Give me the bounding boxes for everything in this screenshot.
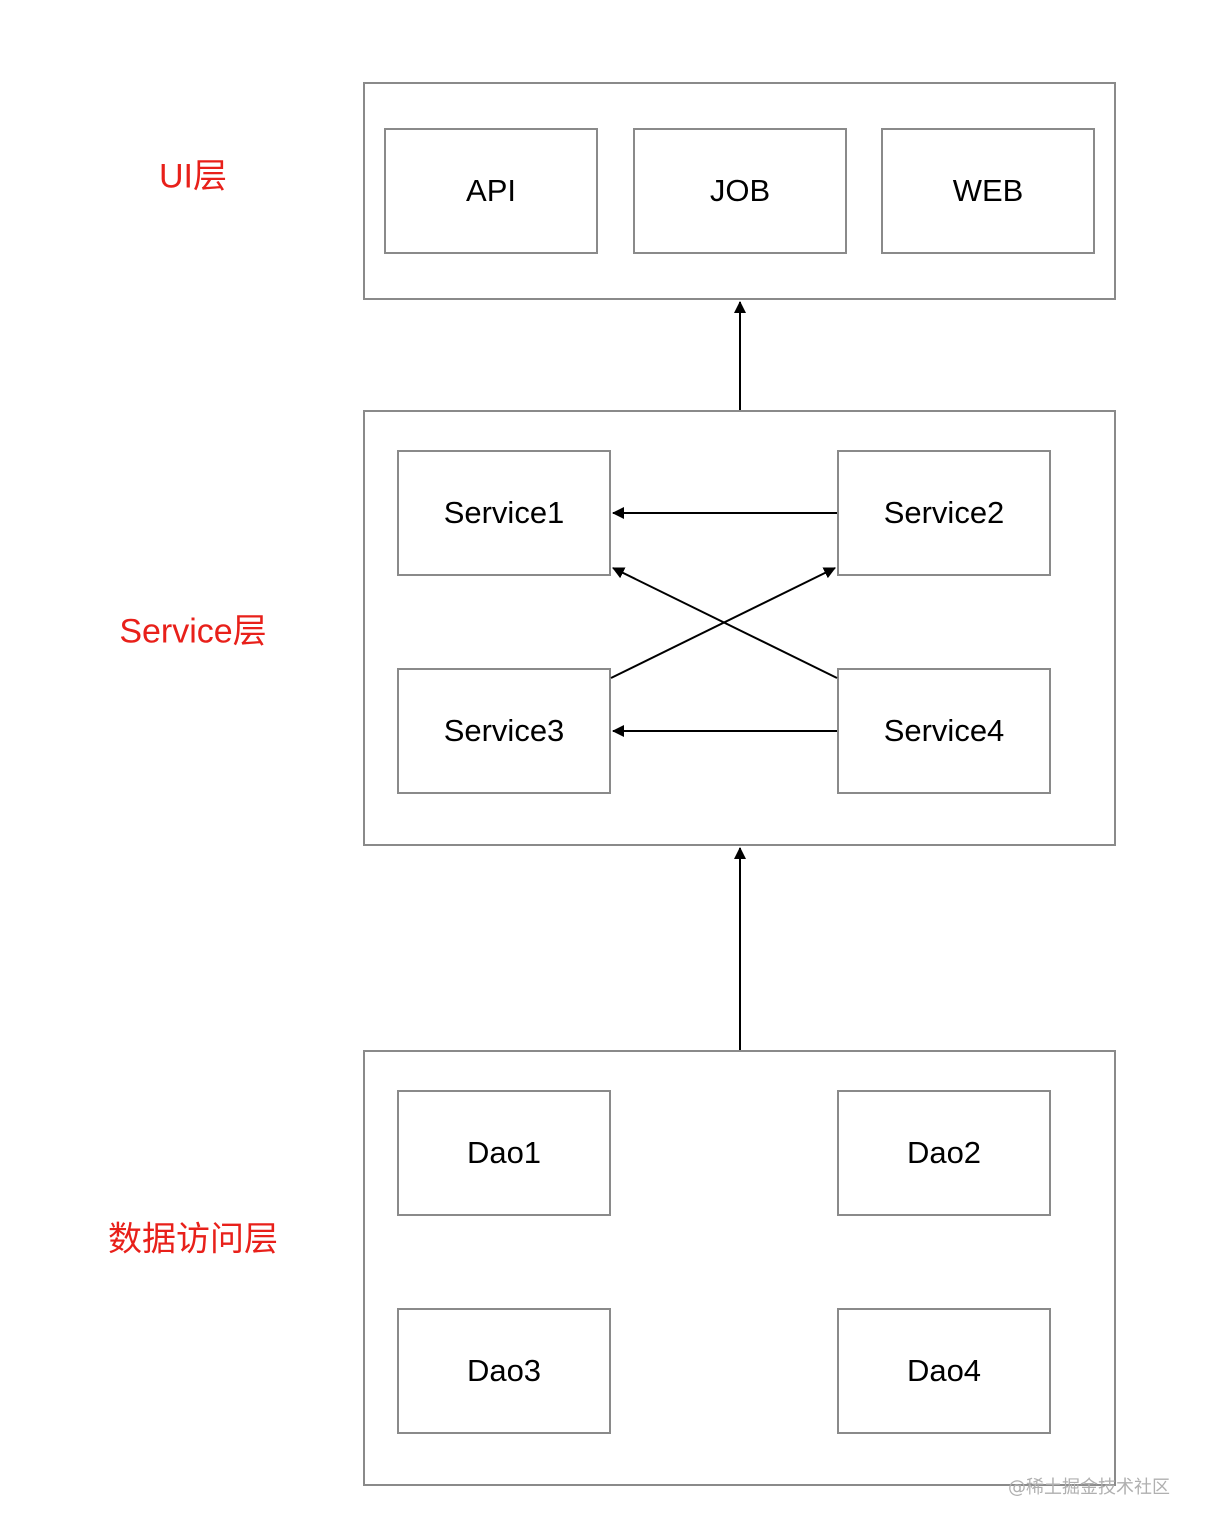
api-node: API bbox=[384, 128, 598, 254]
dao2-node: Dao2 bbox=[837, 1090, 1051, 1216]
dao4-node: Dao4 bbox=[837, 1308, 1051, 1434]
service3-node: Service3 bbox=[397, 668, 611, 794]
dao3-node: Dao3 bbox=[397, 1308, 611, 1434]
job-node: JOB bbox=[633, 128, 847, 254]
watermark: @稀土掘金技术社区 bbox=[1008, 1477, 1170, 1498]
dao1-node: Dao1 bbox=[397, 1090, 611, 1216]
dao-layer-label: 数据访问层 bbox=[108, 1220, 278, 1259]
service1-node: Service1 bbox=[397, 450, 611, 576]
service2-node: Service2 bbox=[837, 450, 1051, 576]
service-layer-label: Service层 bbox=[119, 612, 267, 651]
service4-node: Service4 bbox=[837, 668, 1051, 794]
ui-layer-label: UI层 bbox=[159, 157, 227, 196]
web-node: WEB bbox=[881, 128, 1095, 254]
